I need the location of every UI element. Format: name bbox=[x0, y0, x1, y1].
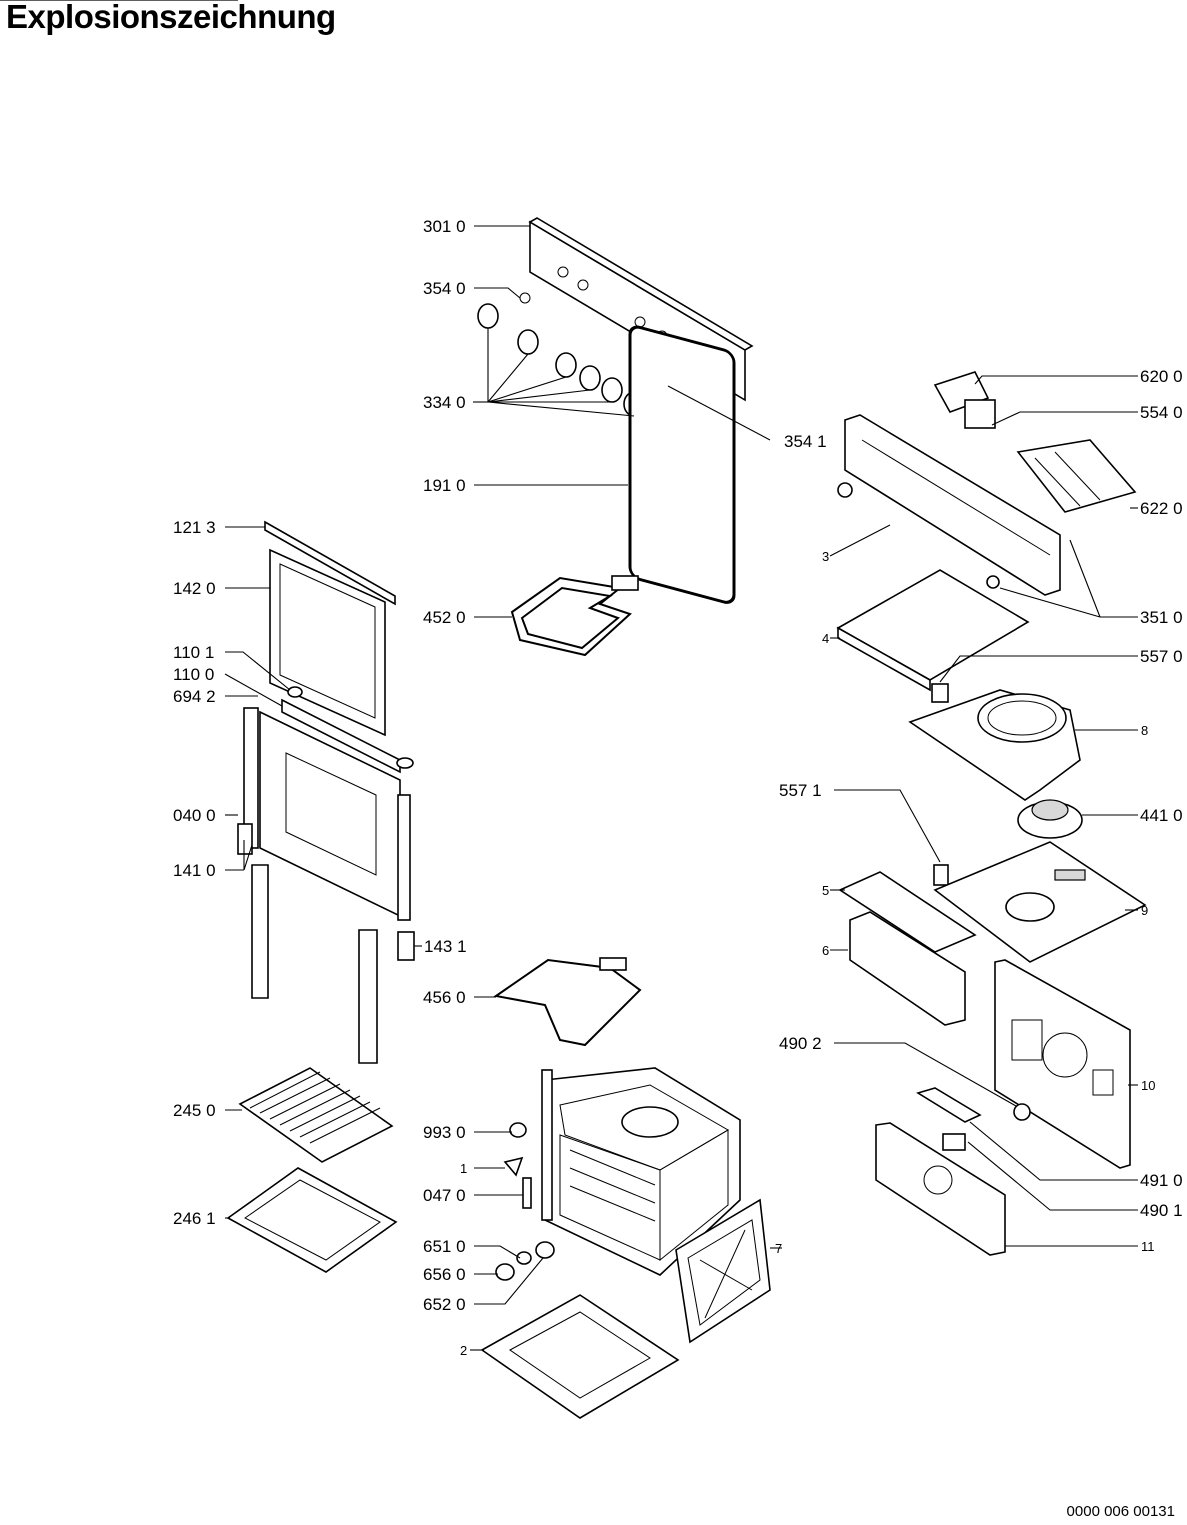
bottom-heating-element-part bbox=[493, 957, 642, 1047]
baking-tray-part bbox=[226, 1167, 398, 1273]
label-8: 8 bbox=[1141, 723, 1148, 738]
label-9: 9 bbox=[1141, 903, 1148, 918]
terminal-block-part bbox=[916, 1087, 1031, 1151]
fan-motor-part bbox=[1017, 799, 1083, 839]
label-351-0: 351 0 bbox=[1140, 608, 1183, 627]
label-490-1: 490 1 bbox=[1140, 1201, 1183, 1220]
label-456-0: 456 0 bbox=[423, 988, 466, 1007]
label-191-0: 191 0 bbox=[423, 476, 466, 495]
label-441-0: 441 0 bbox=[1140, 806, 1183, 825]
bottom-panel-part bbox=[480, 1294, 680, 1419]
label-490-2: 490 2 bbox=[779, 1034, 822, 1053]
grill-heating-element-part bbox=[510, 575, 639, 657]
label-452-0: 452 0 bbox=[423, 608, 466, 627]
label-651-0: 651 0 bbox=[423, 1237, 466, 1256]
part-labels: 301 0 354 0 334 0 354 1 191 0 121 3 142 … bbox=[173, 217, 1183, 1358]
rear-wall-part bbox=[994, 959, 1131, 1169]
label-11: 11 bbox=[1141, 1239, 1155, 1254]
label-354-1: 354 1 bbox=[784, 432, 827, 451]
label-10: 10 bbox=[1141, 1078, 1155, 1093]
rear-panel-part bbox=[675, 1198, 771, 1344]
label-141-0: 141 0 bbox=[173, 861, 216, 880]
small-fitting-parts bbox=[495, 1122, 555, 1281]
document-number: 0000 006 00131 bbox=[1066, 1503, 1175, 1520]
leader-lines bbox=[224, 225, 1138, 1351]
oven-rack-part bbox=[238, 1067, 394, 1163]
thermostat-part bbox=[931, 683, 949, 886]
label-557-0: 557 0 bbox=[1140, 647, 1183, 666]
label-7: 7 bbox=[775, 1241, 782, 1256]
oven-top-plate-part bbox=[933, 841, 1147, 963]
label-3: 3 bbox=[822, 549, 829, 564]
label-5: 5 bbox=[822, 883, 829, 898]
label-4: 4 bbox=[822, 631, 829, 646]
label-246-1: 246 1 bbox=[173, 1209, 216, 1228]
top-cover-part bbox=[836, 569, 1030, 692]
label-301-0: 301 0 bbox=[423, 217, 466, 236]
door-gasket-part bbox=[628, 325, 736, 604]
label-047-0: 047 0 bbox=[423, 1186, 466, 1205]
label-245-0: 245 0 bbox=[173, 1101, 216, 1120]
label-694-2: 694 2 bbox=[173, 687, 216, 706]
page-title: Explosionszeichnung bbox=[6, 0, 336, 35]
label-354-0: 354 0 bbox=[423, 279, 466, 298]
label-040-0: 040 0 bbox=[173, 806, 216, 825]
door-parts bbox=[237, 520, 415, 1064]
label-491-0: 491 0 bbox=[1140, 1171, 1183, 1190]
label-1: 1 bbox=[460, 1161, 467, 1176]
front-frame-part bbox=[837, 414, 1061, 596]
label-6: 6 bbox=[822, 943, 829, 958]
label-143-1: 143 1 bbox=[424, 937, 467, 956]
label-110-0: 110 0 bbox=[173, 665, 214, 684]
label-110-1: 110 1 bbox=[173, 643, 214, 662]
label-993-0: 993 0 bbox=[423, 1123, 466, 1142]
switch-parts bbox=[0, 0, 1137, 513]
label-622-0: 622 0 bbox=[1140, 499, 1183, 518]
label-656-0: 656 0 bbox=[423, 1265, 466, 1284]
label-334-0: 334 0 bbox=[423, 393, 466, 412]
label-652-0: 652 0 bbox=[423, 1295, 466, 1314]
oven-cavity-part bbox=[541, 1067, 741, 1276]
bottom-back-panel-part bbox=[875, 1122, 1006, 1256]
label-620-0: 620 0 bbox=[1140, 367, 1183, 386]
label-142-0: 142 0 bbox=[173, 579, 216, 598]
label-2: 2 bbox=[460, 1343, 467, 1358]
label-557-1: 557 1 bbox=[779, 781, 822, 800]
fan-cover-part bbox=[908, 689, 1081, 801]
insulation-parts bbox=[838, 871, 977, 1026]
label-121-3: 121 3 bbox=[173, 518, 216, 537]
label-554-0: 554 0 bbox=[1140, 403, 1183, 422]
